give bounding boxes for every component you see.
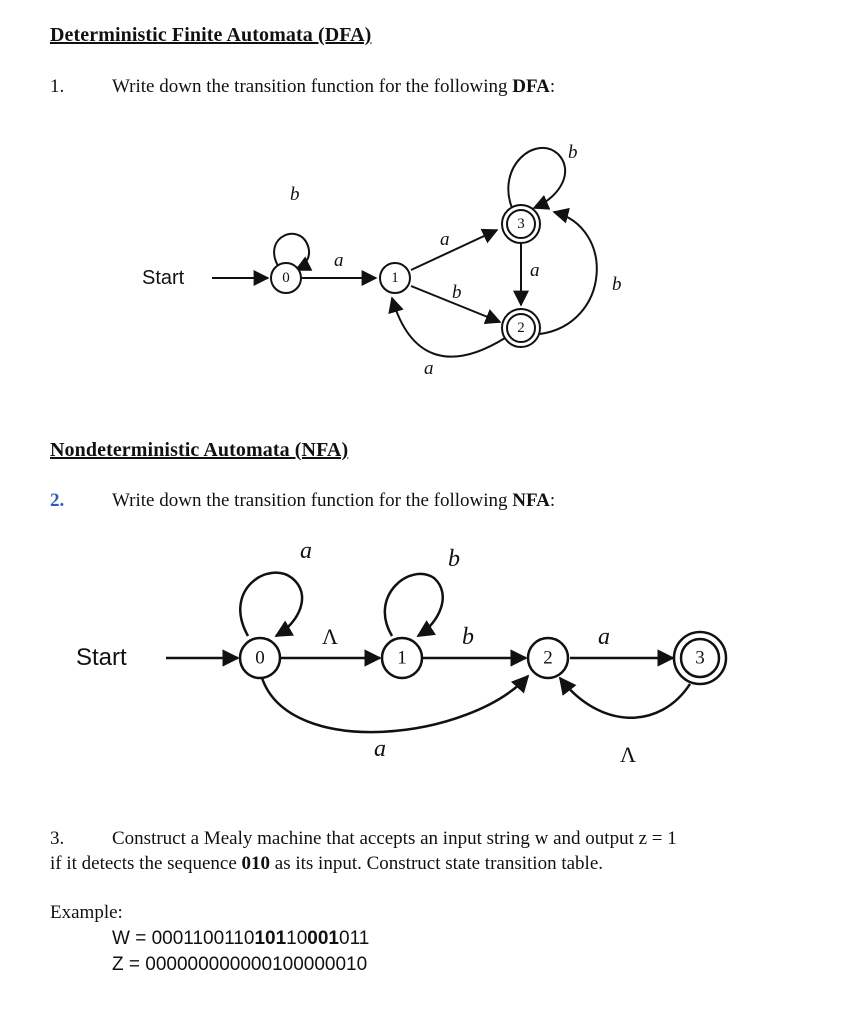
example-w-part-2: 10 xyxy=(286,928,308,949)
dfa-state-3 xyxy=(506,209,536,239)
example-w-part-0: 0001100110 xyxy=(151,928,255,949)
example-w-part-4: 011 xyxy=(339,928,370,949)
dfa-start-label: Start xyxy=(142,267,185,289)
nfa-label-loop1: b xyxy=(448,546,460,572)
nfa-label-e12: b xyxy=(462,624,474,650)
nfa-label-loop0: a xyxy=(300,538,312,564)
q2-text-main: Write down the transition function for t… xyxy=(112,490,513,511)
nfa-state-1 xyxy=(380,636,424,680)
example-z-value: 000000000000100000010 xyxy=(145,954,368,975)
dfa-edge-1-2 xyxy=(410,285,502,325)
dfa-state-0-label: 0 xyxy=(282,270,290,286)
q1-text-main: Write down the transition function for t… xyxy=(112,76,513,97)
example-w-part-3: 001 xyxy=(307,928,339,949)
example-w-part-1: 101 xyxy=(254,928,287,949)
dfa-edge-1-3 xyxy=(410,228,499,271)
nfa-state-0 xyxy=(238,636,282,680)
dfa-state-0 xyxy=(270,262,302,294)
dfa-state-2-label: 2 xyxy=(517,320,525,336)
nfa-label-e01: Λ xyxy=(322,624,338,649)
q3-text-b: if it detects the sequence xyxy=(50,853,242,874)
q2-text: Write down the transition function for t… xyxy=(112,490,555,512)
q2-text-bold: NFA xyxy=(512,490,550,511)
dfa-label-e13: a xyxy=(440,229,450,250)
dfa-label-loop0: b xyxy=(290,184,300,205)
nfa-edge-3-2 xyxy=(558,676,692,719)
example-label: Example: xyxy=(50,902,123,923)
q3-bold-seq: 010 xyxy=(241,853,271,874)
dfa-loop-3 xyxy=(507,147,567,210)
q3-text: 3. Construct a Mealy machine that accepts… xyxy=(50,826,830,876)
dfa-label-e01: a xyxy=(334,250,344,271)
q1-text-end: : xyxy=(549,76,556,97)
dfa-state-3-label: 3 xyxy=(517,216,525,232)
nfa-state-2-label: 2 xyxy=(543,648,553,669)
nfa-loop-1 xyxy=(383,572,444,638)
nfa-state-3-label: 3 xyxy=(695,648,705,669)
q2-text-end: : xyxy=(549,490,556,511)
nfa-diagram: Start a b Λ b a a Λ 0 1 2 3 xyxy=(76,538,728,767)
nfa-state-3 xyxy=(679,637,721,679)
dfa-label-e23: b xyxy=(612,274,622,295)
q3-text-c: as its input. Construct state transition… xyxy=(270,853,603,874)
q3-text-a: Construct a Mealy machine that accepts a… xyxy=(112,828,677,849)
dfa-state-2 xyxy=(506,313,536,343)
q1-number: 1. xyxy=(50,76,65,97)
dfa-label-loop3: b xyxy=(568,142,578,163)
nfa-state-1-label: 1 xyxy=(397,648,407,669)
dfa-state-1-label: 1 xyxy=(391,270,399,286)
q1-text-bold: DFA xyxy=(512,76,550,97)
nfa-label-e02: a xyxy=(374,736,386,762)
nfa-heading: Nondeterministic Automata (NFA) xyxy=(50,439,349,461)
dfa-loop-0 xyxy=(273,233,313,271)
nfa-label-e23: a xyxy=(598,624,610,650)
nfa-loop-0 xyxy=(239,571,304,638)
nfa-label-e32: Λ xyxy=(620,742,636,767)
example-w: W = 000110011010110001011 xyxy=(112,928,369,950)
dfa-heading: Deterministic Finite Automata (DFA) xyxy=(50,24,372,46)
dfa-diagram: Start b a a b b a b a 0 1 3 2 xyxy=(142,142,622,379)
dfa-edge-2-1 xyxy=(388,296,506,358)
dfa-label-e12: b xyxy=(452,282,462,303)
example-w-prefix: W = xyxy=(112,928,152,949)
example-z-prefix: Z = xyxy=(112,954,146,975)
nfa-state-2 xyxy=(526,636,570,680)
q2-number: 2. xyxy=(50,490,65,511)
dfa-label-e21: a xyxy=(424,358,434,379)
q3-number: 3. xyxy=(50,828,65,849)
dfa-label-e32: a xyxy=(530,260,540,281)
q1-text: Write down the transition function for t… xyxy=(112,76,555,98)
dfa-edge-2-3 xyxy=(539,207,598,335)
nfa-start-label: Start xyxy=(76,644,127,671)
nfa-state-0-label: 0 xyxy=(255,648,265,669)
example-z: Z = 000000000000100000010 xyxy=(112,954,367,976)
nfa-edge-0-2 xyxy=(260,674,530,734)
dfa-state-1 xyxy=(379,262,411,294)
